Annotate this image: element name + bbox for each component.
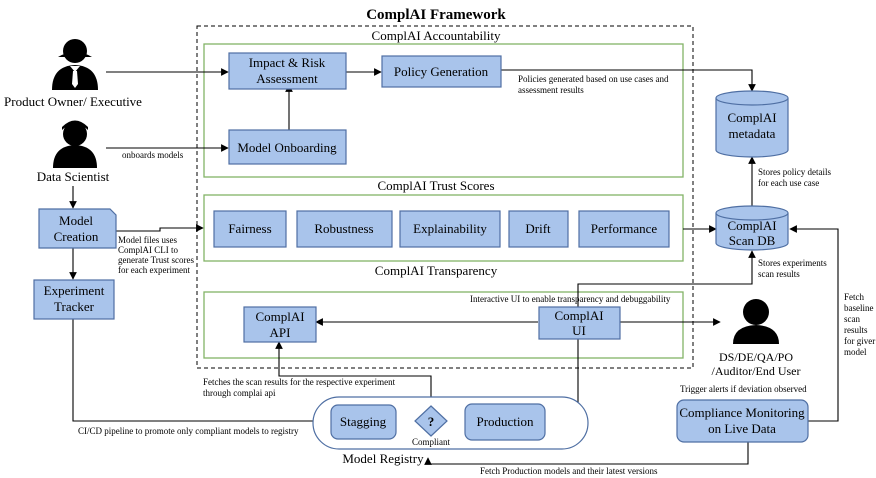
- experiment-tracker-box[interactable]: Experiment Tracker: [33, 279, 115, 320]
- explainability-label: Explainability: [413, 221, 487, 236]
- compliance-decision[interactable]: ?: [414, 405, 448, 437]
- performance-box[interactable]: Performance: [578, 210, 670, 248]
- section-transparency-title: ComplAI Transparency: [375, 263, 498, 278]
- stores-policy-note-line2: for each use case: [758, 178, 819, 188]
- compliance-monitoring-line1: Compliance Monitoring: [679, 405, 805, 420]
- policy-generation-label: Policy Generation: [394, 64, 489, 79]
- data-scientist-label: Data Scientist: [37, 169, 110, 184]
- fetch-baseline-line6: model: [844, 347, 867, 357]
- stores-policy-note-line1: Stores policy details: [758, 167, 831, 177]
- experiment-tracker-line1: Experiment: [44, 283, 105, 298]
- impact-risk-box[interactable]: Impact & Risk Assessment: [228, 52, 347, 90]
- stagging-label: Stagging: [340, 414, 387, 429]
- scan-db-line2: Scan DB: [729, 233, 776, 248]
- section-accountability-title: ComplAI Accountability: [372, 28, 501, 43]
- model-creation-box[interactable]: Model Creation: [38, 208, 117, 249]
- stagging-box[interactable]: Stagging: [330, 404, 397, 440]
- onboards-note: onboards models: [122, 150, 184, 160]
- transparency-panel: [203, 291, 684, 359]
- fairness-box[interactable]: Fairness: [213, 210, 287, 248]
- robustness-box[interactable]: Robustness: [296, 210, 393, 248]
- policy-generation-box[interactable]: Policy Generation: [381, 55, 502, 88]
- complai-ui-line1: ComplAI: [554, 308, 603, 323]
- model-files-note-line4: for each experiment: [118, 265, 190, 275]
- fetch-production-note: Fetch Production models and their latest…: [480, 466, 658, 476]
- model-creation-line1: Model: [59, 213, 93, 228]
- interactive-ui-note: Interactive UI to enable transparency an…: [470, 294, 671, 304]
- trigger-alerts-note: Trigger alerts if deviation observed: [680, 384, 807, 394]
- experiment-tracker-line2: Tracker: [54, 299, 95, 314]
- complai-ui-line2: UI: [572, 323, 586, 338]
- end-user-label-line1: DS/DE/QA/PO: [719, 350, 793, 364]
- production-label: Production: [476, 414, 534, 429]
- model-files-note-line1: Model files uses: [118, 235, 177, 245]
- scan-db[interactable]: ComplAI Scan DB: [715, 205, 789, 251]
- accountability-panel: [203, 43, 684, 178]
- robustness-label: Robustness: [314, 221, 373, 236]
- framework-boundary: [196, 25, 694, 369]
- diagram-title: ComplAI Framework: [366, 7, 506, 23]
- complai-ui-box[interactable]: ComplAI UI: [538, 306, 621, 340]
- production-box[interactable]: Production: [464, 403, 546, 441]
- complai-api-box[interactable]: ComplAI API: [243, 306, 317, 343]
- scan-db-line1: ComplAI: [727, 218, 776, 233]
- performance-label: Performance: [591, 221, 658, 236]
- product-owner-label: Product Owner/ Executive: [4, 94, 142, 109]
- compliance-monitoring-line2: on Live Data: [708, 421, 776, 436]
- fetch-baseline-line1: Fetch: [844, 292, 864, 302]
- model-onboarding-label: Model Onboarding: [237, 140, 337, 155]
- metadata-db-line1: ComplAI: [727, 110, 776, 125]
- complai-api-line2: API: [270, 325, 291, 340]
- fairness-label: Fairness: [228, 221, 271, 236]
- metadata-db[interactable]: ComplAI metadata: [715, 90, 789, 158]
- end-user-label-line2: /Auditor/End User: [712, 364, 801, 378]
- fetch-baseline-line3: scan: [844, 314, 860, 324]
- product-owner-icon: [52, 39, 98, 90]
- cicd-note: CI/CD pipeline to promote only compliant…: [78, 426, 299, 436]
- fetch-baseline-line2: baseline: [844, 303, 874, 313]
- fetches-scan-note-line1: Fetches the scan results for the respect…: [203, 377, 396, 387]
- impact-risk-line2: Assessment: [256, 71, 318, 86]
- fetch-baseline-line5: for giver: [844, 336, 875, 346]
- impact-risk-line1: Impact & Risk: [249, 55, 326, 70]
- model-registry-label: Model Registry: [342, 451, 424, 466]
- section-trust-scores-title: ComplAI Trust Scores: [377, 178, 494, 193]
- model-creation-line2: Creation: [54, 229, 99, 244]
- policies-note-line1: Policies generated based on use cases an…: [518, 74, 669, 84]
- stores-experiments-note-line1: Stores experiments: [758, 258, 827, 268]
- trust-scores-panel: [203, 194, 684, 262]
- model-registry[interactable]: Stagging ? Compliant Production: [312, 396, 589, 450]
- metadata-db-line2: metadata: [729, 126, 776, 141]
- decision-label: ?: [428, 414, 435, 429]
- compliant-label: Compliant: [412, 437, 450, 447]
- data-scientist-icon: [53, 120, 97, 168]
- end-user-icon: [733, 299, 779, 344]
- complai-api-line1: ComplAI: [255, 309, 304, 324]
- drift-box[interactable]: Drift: [508, 210, 569, 248]
- stores-experiments-note-line2: scan results: [758, 269, 800, 279]
- fetches-scan-note-line2: through complai api: [203, 388, 276, 398]
- drift-label: Drift: [525, 221, 551, 236]
- fetch-baseline-line4: results: [844, 325, 868, 335]
- explainability-box[interactable]: Explainability: [399, 210, 501, 248]
- compliance-monitoring-box[interactable]: Compliance Monitoring on Live Data: [676, 399, 809, 443]
- model-onboarding-box[interactable]: Model Onboarding: [228, 129, 347, 165]
- model-files-note-line3: generate Trust scores: [118, 255, 194, 265]
- policies-note-line2: assessment results: [518, 85, 584, 95]
- model-files-note-line2: ComplAI CLI to: [118, 245, 178, 255]
